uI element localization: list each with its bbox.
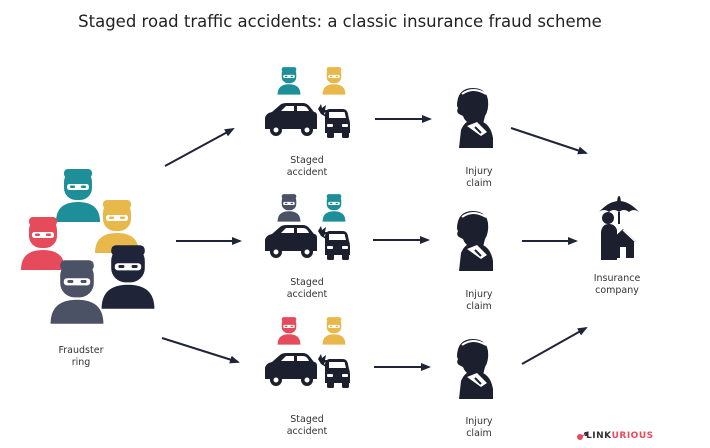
label-line: claim <box>466 178 492 189</box>
fraudster-ring-group <box>21 169 155 324</box>
injury-claim-label-2: Injury claim <box>444 289 514 313</box>
staged-accident-label-2: Staged accident <box>272 277 342 301</box>
label-line: accident <box>286 426 328 437</box>
label-line: Staged <box>290 277 324 288</box>
arrow-ring-to-accident-1 <box>164 128 235 167</box>
accomplice-yellow-icon <box>322 317 346 345</box>
label-line: Injury <box>465 166 493 177</box>
page-title: Staged road traffic accidents: a classic… <box>78 12 602 31</box>
fraudster-teal-icon <box>56 169 100 222</box>
insurance-company-label: Insurance company <box>582 273 652 297</box>
accomplice-slate-icon <box>277 194 301 222</box>
label-line: claim <box>466 301 492 312</box>
label-line: ring <box>71 357 91 368</box>
car-crash-icon <box>265 103 350 138</box>
label-line: Insurance <box>593 273 641 284</box>
brand-prefix: LINK <box>586 431 612 441</box>
arrow-claim-to-insurer-1 <box>510 127 588 155</box>
car-crash-icon <box>265 353 350 388</box>
label-line: Injury <box>465 416 493 427</box>
car-crash-icon <box>265 225 350 260</box>
fraudster-yellow-icon <box>95 200 139 253</box>
label-line: Staged <box>290 414 324 425</box>
injured-person-icon <box>456 87 494 149</box>
injured-person-icon <box>456 338 494 400</box>
arrow-ring-to-accident-3 <box>161 337 240 364</box>
label-line: accident <box>286 167 328 178</box>
label-line: company <box>595 285 639 296</box>
label-line: Staged <box>290 155 324 166</box>
staged-accident-label-3: Staged accident <box>272 414 342 438</box>
label-line: Injury <box>465 289 493 300</box>
accomplice-teal-icon <box>277 67 301 95</box>
linkurious-logo-icon <box>577 432 588 440</box>
fraudster-navy-icon <box>101 245 155 309</box>
brand-wordmark: LINKURIOUS <box>586 431 654 441</box>
staged-accident-label-1: Staged accident <box>272 155 342 179</box>
label-line: accident <box>286 289 328 300</box>
injury-claim-label-1: Injury claim <box>444 166 514 190</box>
label-line: Fraudster <box>58 345 104 356</box>
accomplice-teal-icon <box>322 194 346 222</box>
injured-person-icon <box>456 210 494 272</box>
brand-suffix: URIOUS <box>611 431 654 441</box>
arrow-claim-to-insurer-3 <box>521 327 588 365</box>
accomplice-red-icon <box>277 317 301 345</box>
fraudster-red-icon <box>21 217 65 270</box>
accomplice-yellow-icon <box>322 67 346 95</box>
insurance-umbrella-house-icon <box>598 195 640 261</box>
injury-claim-label-3: Injury claim <box>444 416 514 440</box>
label-line: claim <box>466 428 492 439</box>
fraudster-ring-label: Fraudster ring <box>46 345 116 369</box>
